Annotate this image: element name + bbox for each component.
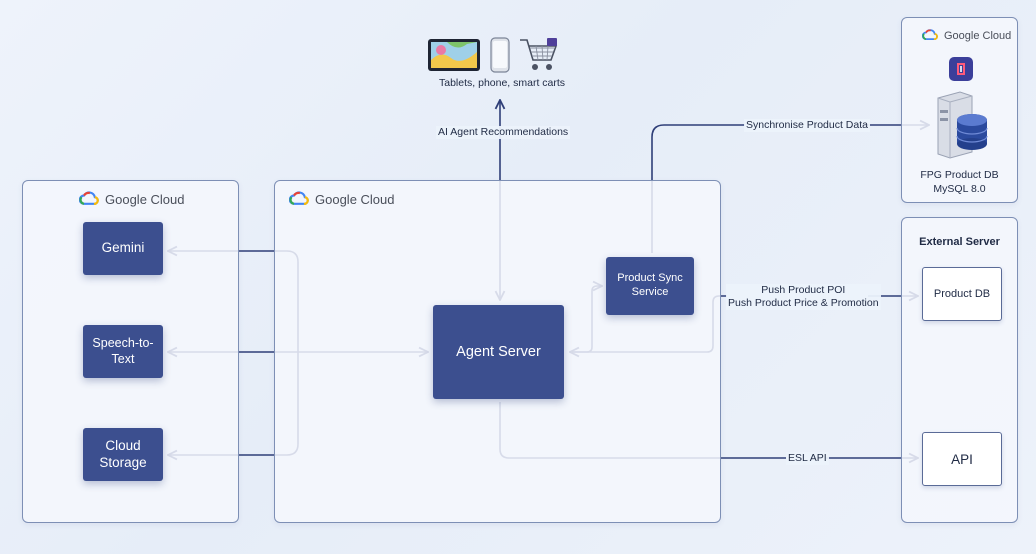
ai-recommendations-label: AI Agent Recommendations xyxy=(436,126,571,139)
google-cloud-label: Google Cloud xyxy=(105,192,185,207)
speech-to-text-service[interactable]: Speech-to-Text xyxy=(83,325,163,378)
devices-label: Tablets, phone, smart carts xyxy=(439,77,566,89)
phone-icon xyxy=(490,37,510,73)
external-product-db[interactable]: Product DB xyxy=(922,267,1002,321)
google-cloud-label: Google Cloud xyxy=(315,192,395,207)
google-cloud-label: Google Cloud xyxy=(944,30,1012,42)
google-cloud-header: Google Cloud xyxy=(78,191,185,208)
product-sync-service[interactable]: Product Sync Service xyxy=(606,257,694,315)
google-cloud-icon xyxy=(288,191,309,208)
google-cloud-header: Google Cloud xyxy=(288,191,395,208)
google-cloud-header: Google Cloud xyxy=(921,29,1012,43)
external-api[interactable]: API xyxy=(922,432,1002,486)
smart-cart-icon xyxy=(518,36,560,74)
tablet-icon xyxy=(427,38,481,72)
agent-server[interactable]: Agent Server xyxy=(433,305,564,399)
google-cloud-icon xyxy=(921,29,938,43)
sync-product-data-label: Synchronise Product Data xyxy=(744,119,870,132)
push-product-label: Push Product POI Push Product Price & Pr… xyxy=(726,284,881,310)
db-label: FPG Product DB MySQL 8.0 xyxy=(920,169,999,195)
external-server-title: External Server xyxy=(919,236,1000,248)
devices-group xyxy=(426,36,566,74)
esl-api-label: ESL API xyxy=(786,452,829,465)
gemini-service[interactable]: Gemini xyxy=(83,222,163,275)
cloud-sql-icon xyxy=(949,57,973,81)
google-cloud-icon xyxy=(78,191,99,208)
database-server-icon xyxy=(932,90,990,160)
cloud-storage-service[interactable]: Cloud Storage xyxy=(83,428,163,481)
db-cloud-panel: Google Cloud FPG Product DB MySQL 8.0 xyxy=(901,17,1018,203)
